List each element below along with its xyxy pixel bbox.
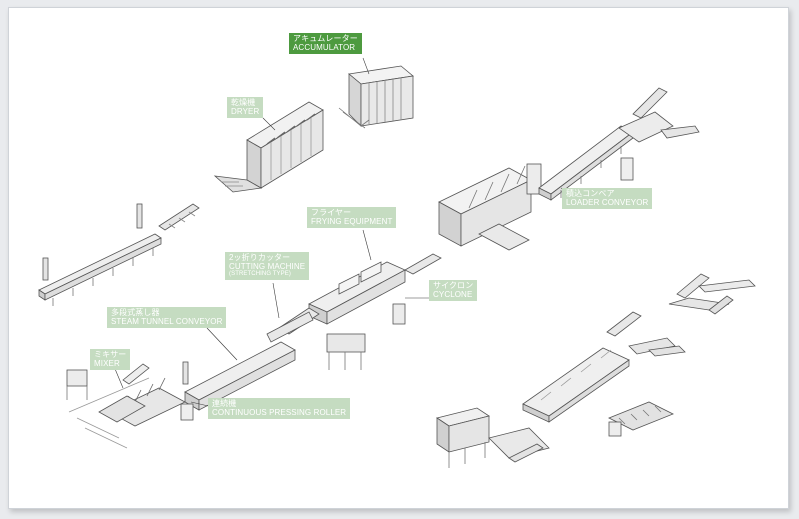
label-loader: 積込コンベア LOADER CONVEYOR [562,188,653,210]
loader-conveyor [538,87,700,201]
fryer-hood [438,163,542,251]
label-mixer: ミキサー MIXER [90,349,131,371]
label-steam-en: STEAM TUNNEL CONVEYOR [111,316,223,326]
label-steam-jp: 多段式蒸し器 [111,308,160,317]
label-accumulator-jp: アキュムレーター [293,34,358,43]
label-cutting-jp: 2ッ折りカッター [229,253,291,262]
dryer-machine [213,101,324,193]
label-dryer-jp: 乾燥機 [231,98,256,107]
lower-packing-unit [436,401,674,468]
steam-tunnel [108,311,314,427]
label-pressing-en: CONTINUOUS PRESSING ROLLER [212,407,347,417]
label-cyclone: サイクロン CYCLONE [429,280,478,302]
label-mixer-jp: ミキサー [94,350,127,359]
label-cutting: 2ッ折りカッター CUTTING MACHINE (STRETCHING TYP… [225,252,310,280]
diagram-frame: アキュムレーター ACCUMULATOR 乾燥機 DRYER フライヤー FRY… [8,7,789,509]
packing-conveyors [522,273,756,423]
label-dryer: 乾燥機 DRYER [227,97,264,119]
mixer-machine [66,363,150,449]
label-cyclone-en: CYCLONE [433,289,473,299]
label-accumulator: アキュムレーター ACCUMULATOR [289,33,362,55]
label-loader-en: LOADER CONVEYOR [566,197,649,207]
left-conveyor [38,203,200,306]
label-steam: 多段式蒸し器 STEAM TUNNEL CONVEYOR [107,307,227,329]
production-line-illustration [38,57,756,468]
frying-line [278,253,442,370]
label-loader-jp: 積込コンベア [566,189,615,198]
accumulator-machine [338,65,414,129]
label-accumulator-en: ACCUMULATOR [293,42,356,52]
label-frying-jp: フライヤー [311,208,352,217]
label-frying: フライヤー FRYING EQUIPMENT [307,207,397,229]
label-dryer-en: DRYER [231,106,260,116]
label-pressing-jp: 連続機 [212,399,237,408]
label-frying-en: FRYING EQUIPMENT [311,216,393,226]
label-cyclone-jp: サイクロン [433,281,474,290]
label-mixer-en: MIXER [94,358,120,368]
label-pressing: 連続機 CONTINUOUS PRESSING ROLLER [208,398,351,420]
label-cutting-en: CUTTING MACHINE [229,261,306,271]
label-cutting-sub: (STRETCHING TYPE) [229,271,291,278]
